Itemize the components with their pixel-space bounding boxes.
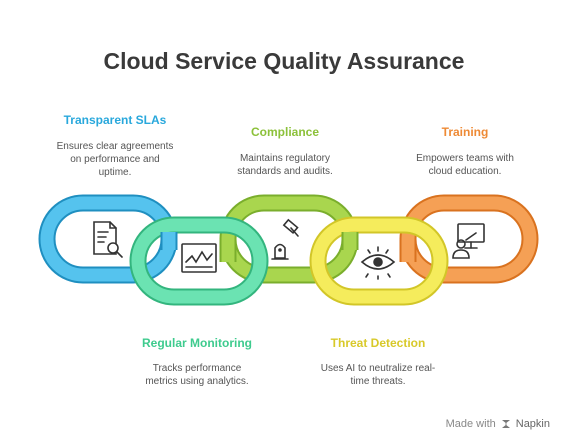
diagram-title: Cloud Service Quality Assurance [103, 48, 465, 74]
chain-link-regular-monitoring [129, 216, 269, 306]
label-threat-detection: Threat Detection [330, 336, 426, 350]
made-with-label: Made with [445, 418, 496, 430]
eye-alert-icon [360, 246, 396, 280]
napkin-logo-icon [501, 420, 510, 428]
monitor-chart-icon [181, 243, 217, 273]
label-regular-monitoring: Regular Monitoring [142, 336, 252, 350]
label-compliance: Compliance [250, 125, 319, 139]
chain-link-threat-detection [309, 216, 449, 306]
brand-label: Napkin [515, 418, 550, 430]
desc-threat-detection: Uses AI to neutralize real-time threats. [320, 363, 436, 387]
label-transparent-slas: Transparent SLAs [63, 113, 167, 127]
document-search-icon [93, 221, 123, 258]
chain-link-training [399, 194, 539, 284]
teacher-board-icon [452, 223, 485, 259]
gavel-icon [271, 218, 299, 260]
label-training: Training [441, 125, 489, 139]
footer: Made with Napkin [446, 418, 550, 430]
